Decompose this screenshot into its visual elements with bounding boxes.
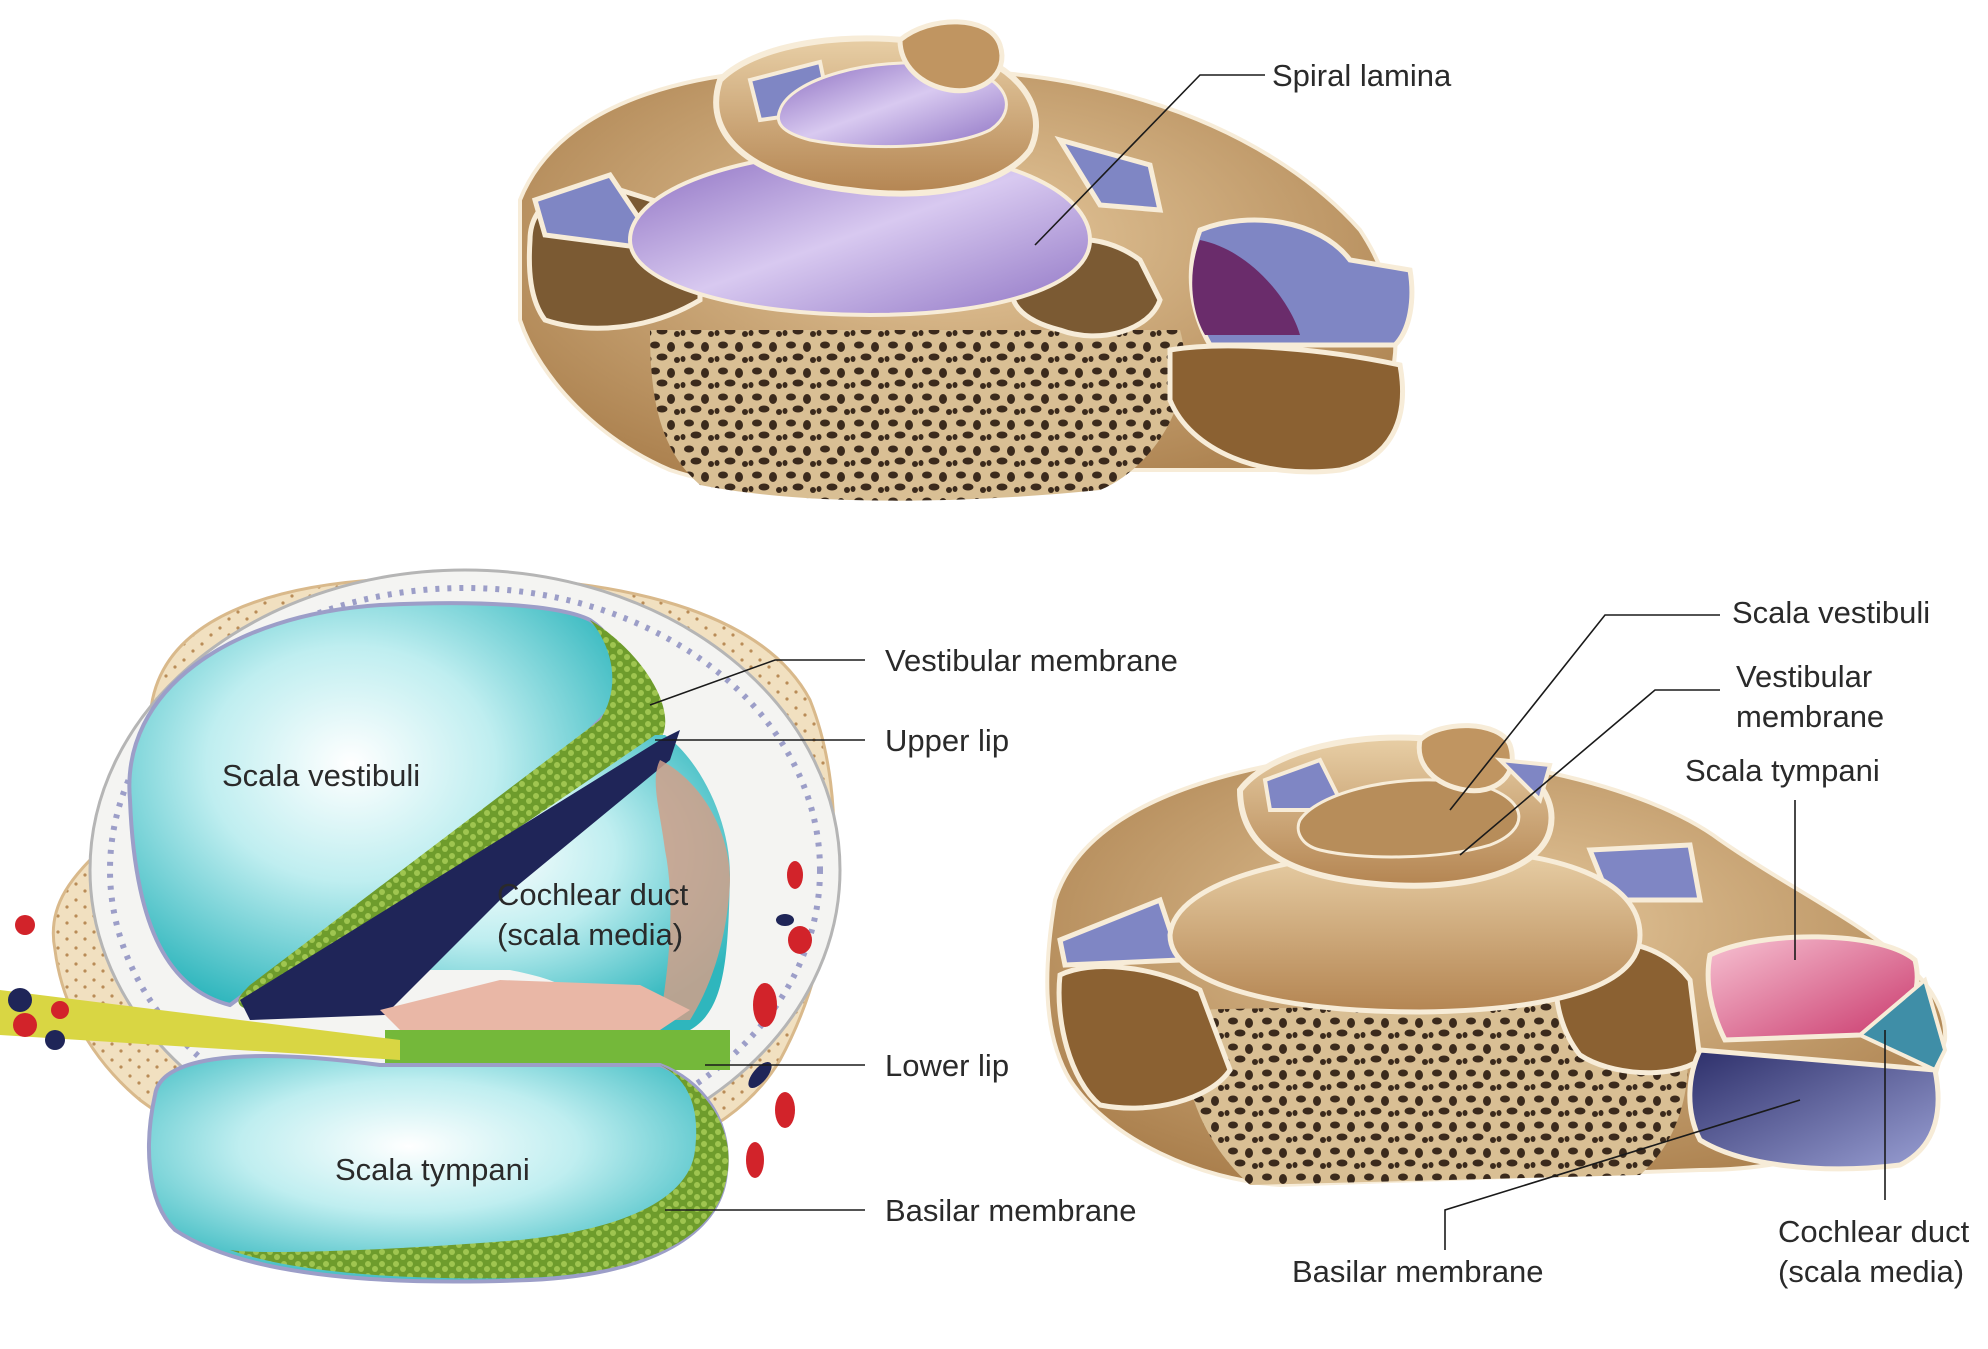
leader-vestibular-membrane-right [1459, 689, 1720, 856]
label-cochlear-duct-right: Cochlear duct [1778, 1214, 1970, 1249]
label-scala-tympani-right: Scala tympani [1685, 753, 1880, 788]
labels: Spiral lamina Vestibular membrane Upper … [222, 58, 1970, 1289]
leader-scala-vestibuli-right [1449, 614, 1720, 811]
label-lower-lip: Lower lip [885, 1048, 1009, 1083]
label-upper-lip: Upper lip [885, 723, 1009, 758]
label-cochlear-duct-left-sub: (scala media) [497, 917, 683, 952]
top-cochlea-illustration [518, 19, 1415, 501]
leader-basilar-membrane-right [1444, 1099, 1801, 1250]
label-scala-tympani-left: Scala tympani [335, 1152, 530, 1187]
label-cochlear-duct-left: Cochlear duct [497, 877, 689, 912]
label-vestibular-membrane-right-sub: membrane [1736, 699, 1884, 734]
leader-vestibular-membrane-left [649, 659, 865, 706]
leader-spiral-lamina [1034, 74, 1265, 246]
right-cochlea-illustration [1045, 723, 1948, 1188]
label-vestibular-membrane-right: Vestibular [1736, 659, 1872, 694]
label-basilar-membrane-left: Basilar membrane [885, 1193, 1137, 1228]
cross-section-illustration [0, 568, 842, 1284]
label-basilar-membrane-right: Basilar membrane [1292, 1254, 1544, 1289]
leader-lines [649, 74, 1886, 1250]
label-scala-vestibuli-left: Scala vestibuli [222, 758, 420, 793]
label-cochlear-duct-right-sub: (scala media) [1778, 1254, 1964, 1289]
label-scala-vestibuli-right: Scala vestibuli [1732, 595, 1930, 630]
label-vestibular-membrane-left: Vestibular membrane [885, 643, 1178, 678]
label-spiral-lamina: Spiral lamina [1272, 58, 1452, 93]
